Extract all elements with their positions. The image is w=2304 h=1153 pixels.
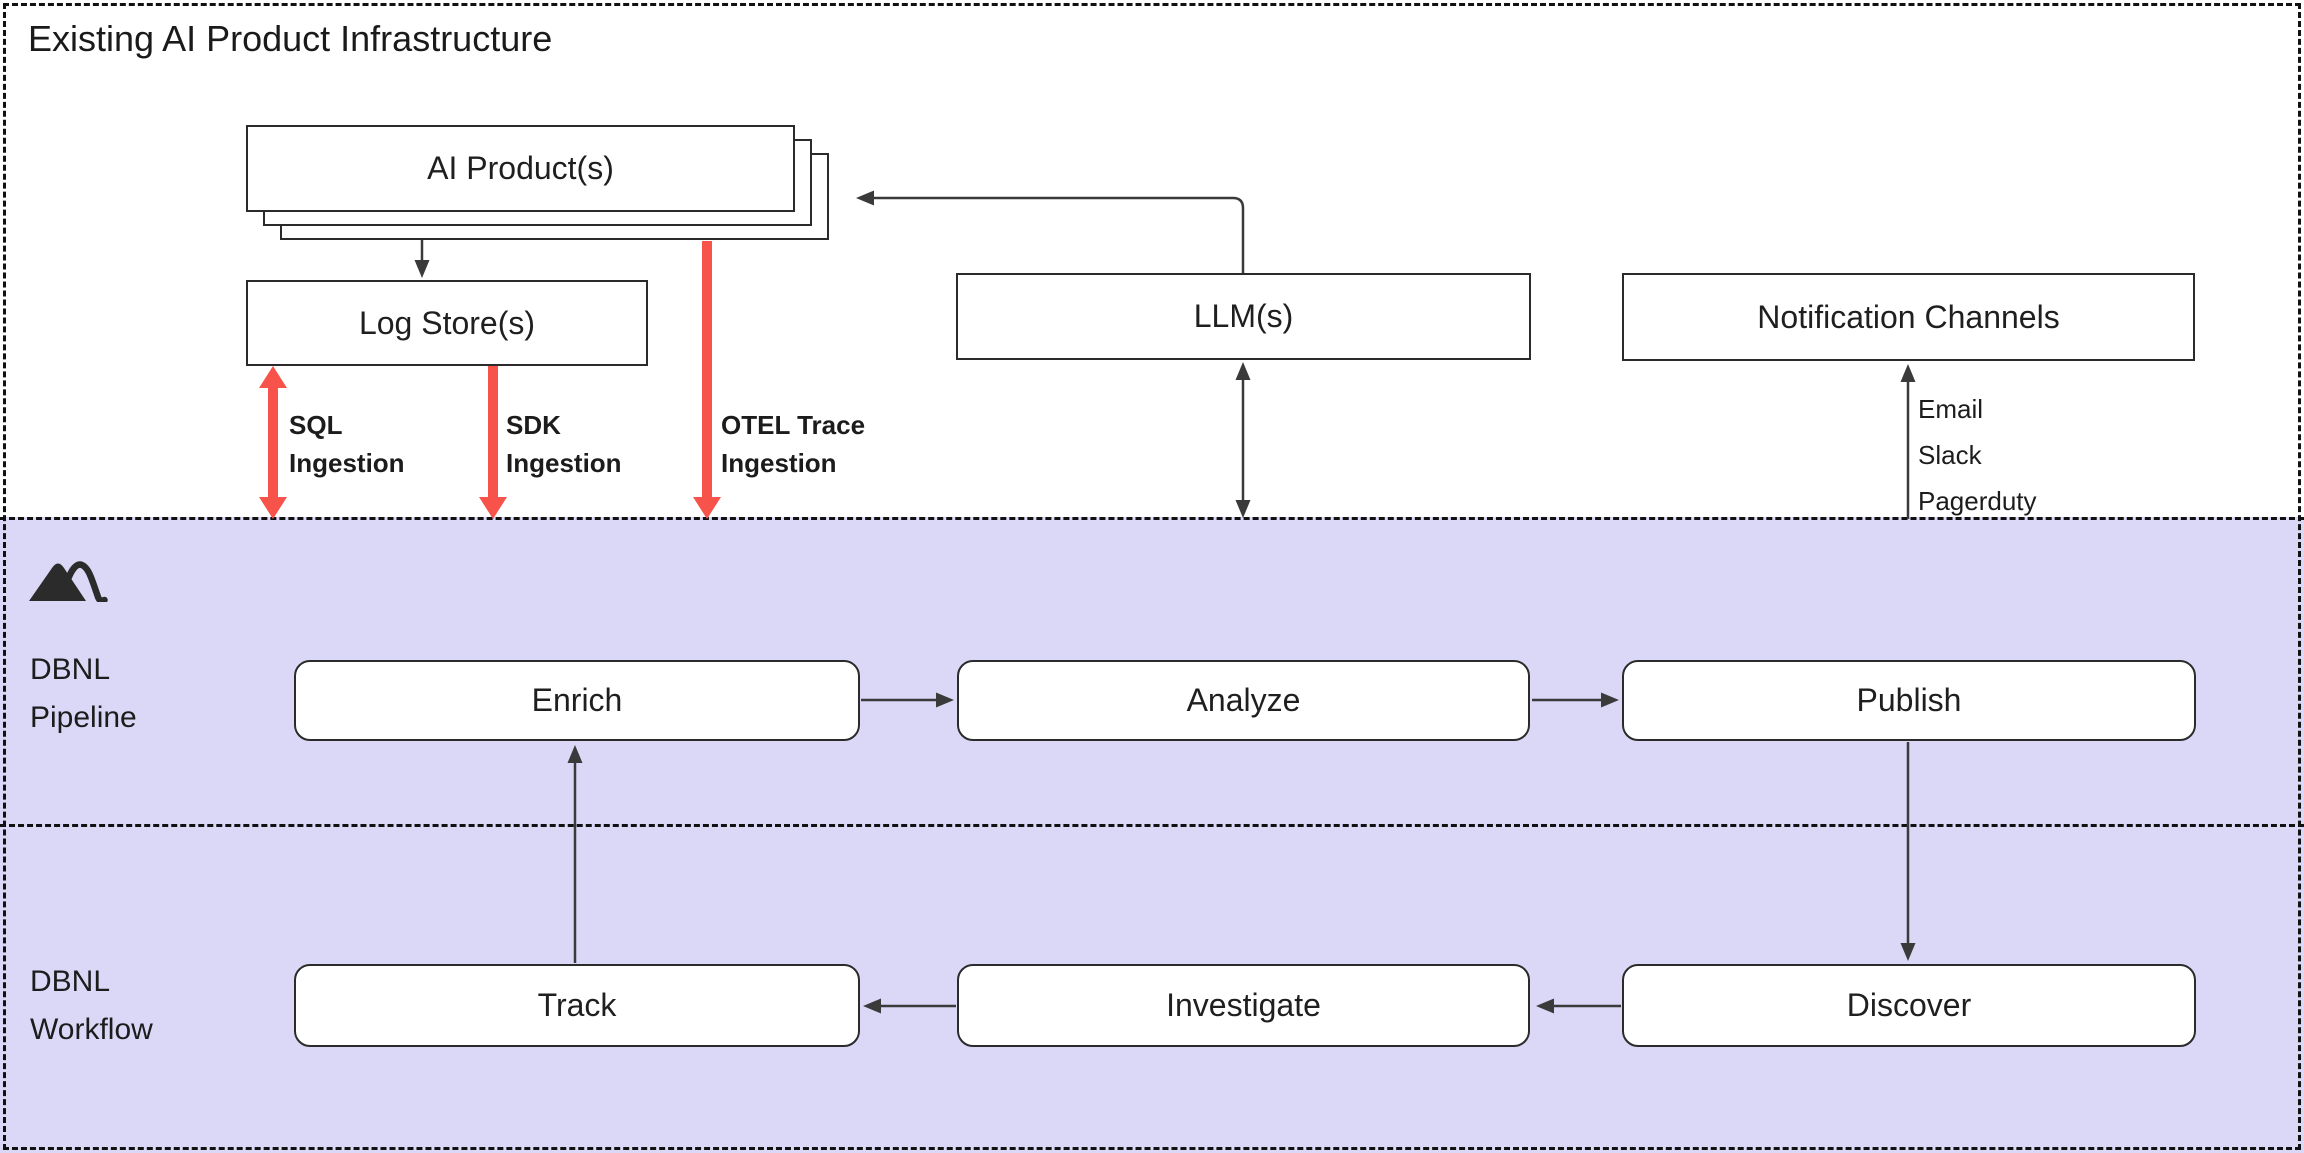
sdk-ingestion-arrow <box>479 366 507 519</box>
arrowhead-llm-down <box>1235 500 1251 518</box>
analyze-label: Analyze <box>1186 682 1301 718</box>
pipeline-label-line2: Pipeline <box>30 701 137 734</box>
sql-ingestion-line1: SQL <box>289 410 343 440</box>
discover-label: Discover <box>1846 987 1972 1023</box>
investigate-node: Investigate <box>957 964 1530 1047</box>
sdk-ingestion-line2: Ingestion <box>506 448 622 478</box>
analyze-node: Analyze <box>957 660 1530 741</box>
enrich-label: Enrich <box>531 682 623 718</box>
notification-channels-node: Notification Channels <box>1622 273 2195 361</box>
log-store-label: Log Store(s) <box>358 304 536 341</box>
pipeline-section-label: DBNL Pipeline <box>30 646 137 742</box>
sql-ingestion-line2: Ingestion <box>289 448 405 478</box>
channel-pagerduty: Pagerduty <box>1918 486 2037 516</box>
sql-ingestion-label: SQL Ingestion <box>289 406 405 482</box>
otel-ingestion-label: OTEL Trace Ingestion <box>721 406 865 482</box>
ai-product-label: AI Product(s) <box>427 150 614 186</box>
publish-node: Publish <box>1622 660 2196 741</box>
track-node: Track <box>294 964 860 1047</box>
page-title: Existing AI Product Infrastructure <box>28 18 553 59</box>
llm-node: LLM(s) <box>956 273 1531 360</box>
investigate-label: Investigate <box>1166 987 1321 1023</box>
connector-llm-aiproduct <box>872 196 1245 273</box>
arrowhead-llm-up <box>1235 362 1251 380</box>
otel-ingestion-line2: Ingestion <box>721 448 837 478</box>
channel-email: Email <box>1918 394 1984 424</box>
ai-product-node: AI Product(s) <box>246 125 795 212</box>
dbnl-mountain-icon <box>29 561 108 602</box>
notification-channel-list: Email Slack Pagerduty <box>1918 386 2037 524</box>
notification-channels-label: Notification Channels <box>1757 298 2060 335</box>
llm-label: LLM(s) <box>1193 298 1294 334</box>
sql-ingestion-arrow <box>259 366 287 519</box>
discover-node: Discover <box>1622 964 2196 1047</box>
sdk-ingestion-line1: SDK <box>506 410 561 440</box>
arrowhead-notification <box>1900 364 1916 382</box>
log-store-node: Log Store(s) <box>246 280 648 366</box>
pipeline-label-line1: DBNL <box>30 653 111 686</box>
channel-slack: Slack <box>1918 440 1982 470</box>
sdk-ingestion-label: SDK Ingestion <box>506 406 622 482</box>
arrowhead-aiproduct <box>856 190 874 206</box>
arrowhead-logstore <box>414 260 430 278</box>
workflow-label-line1: DBNL <box>30 965 111 998</box>
otel-ingestion-line1: OTEL Trace <box>721 410 866 440</box>
otel-ingestion-arrow <box>693 241 721 519</box>
track-label: Track <box>537 987 617 1023</box>
enrich-node: Enrich <box>294 660 860 741</box>
workflow-label-line2: Workflow <box>30 1013 153 1046</box>
publish-label: Publish <box>1856 682 1962 718</box>
workflow-section-label: DBNL Workflow <box>30 958 153 1054</box>
